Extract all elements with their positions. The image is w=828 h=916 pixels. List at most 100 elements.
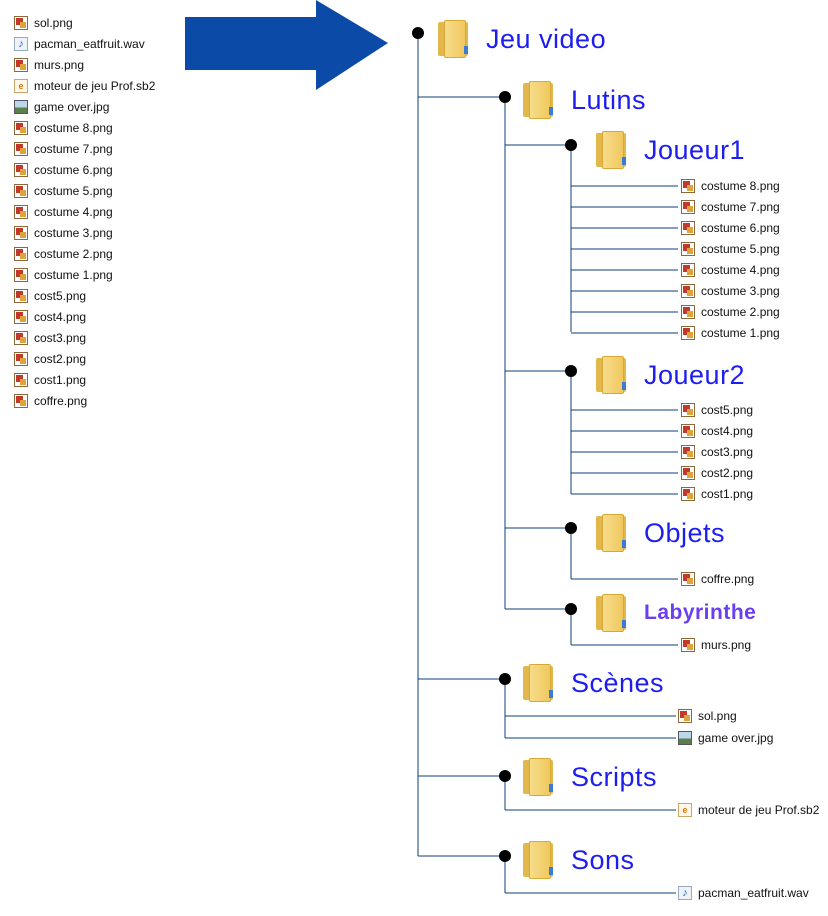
- tree-file-item[interactable]: murs.png: [681, 636, 751, 654]
- png-file-icon: [14, 268, 28, 282]
- folder-icon: [596, 131, 630, 169]
- flat-list-item[interactable]: coffre.png: [14, 392, 87, 410]
- flat-list-item[interactable]: sol.png: [14, 14, 73, 32]
- png-file-icon: [681, 424, 695, 438]
- flat-list-item[interactable]: cost5.png: [14, 287, 86, 305]
- tree-file-item[interactable]: costume 7.png: [681, 198, 780, 216]
- flat-list-item[interactable]: costume 3.png: [14, 224, 113, 242]
- flat-list-item[interactable]: costume 6.png: [14, 161, 113, 179]
- tree-file-item[interactable]: costume 6.png: [681, 219, 780, 237]
- folder-label: Lutins: [571, 84, 647, 115]
- folder-label: Labyrinthe: [644, 601, 757, 624]
- tree-file-label: cost4.png: [701, 424, 754, 438]
- folder-icon: [596, 514, 630, 552]
- folder-label: Scripts: [571, 761, 658, 792]
- flat-list-item-label: sol.png: [34, 16, 73, 30]
- tree-node-dot: [499, 673, 511, 685]
- flat-list-item[interactable]: cost4.png: [14, 308, 86, 326]
- tree-file-label: game over.jpg: [698, 731, 774, 745]
- png-file-icon: [681, 242, 695, 256]
- folder-label: Jeu video: [486, 23, 607, 54]
- flat-list-item[interactable]: costume 4.png: [14, 203, 113, 221]
- wav-file-icon: ♪: [678, 886, 692, 900]
- folder-icon: [596, 594, 630, 632]
- png-file-icon: [681, 466, 695, 480]
- tree-file-label: sol.png: [698, 709, 737, 723]
- flat-list-item[interactable]: costume 7.png: [14, 140, 113, 158]
- tree-file-item[interactable]: costume 3.png: [681, 282, 780, 300]
- tree-node-dot: [499, 770, 511, 782]
- flat-list-item[interactable]: cost3.png: [14, 329, 86, 347]
- flat-list-item-label: cost5.png: [34, 289, 87, 303]
- folder-jeu-video[interactable]: Jeu video: [438, 20, 606, 58]
- folder-icon: [596, 356, 630, 394]
- tree-file-item[interactable]: cost5.png: [681, 401, 753, 419]
- flat-list-item-label: costume 2.png: [34, 247, 113, 261]
- png-file-icon: [681, 572, 695, 586]
- folder-joueur2[interactable]: Joueur2: [596, 356, 745, 394]
- flat-list-item-label: cost2.png: [34, 352, 87, 366]
- folder-icon: [523, 758, 557, 796]
- folder-lutins[interactable]: Lutins: [523, 81, 646, 119]
- jpg-file-icon: [678, 731, 692, 745]
- tree-file-label: costume 2.png: [701, 305, 780, 319]
- folder-scenes[interactable]: Scènes: [523, 664, 664, 702]
- png-file-icon: [678, 709, 692, 723]
- folder-label: Scènes: [571, 667, 665, 698]
- folder-label: Joueur2: [644, 359, 746, 390]
- flat-list-item[interactable]: ♪pacman_eatfruit.wav: [14, 35, 145, 53]
- flat-list-item[interactable]: costume 1.png: [14, 266, 113, 284]
- tree-file-item[interactable]: costume 5.png: [681, 240, 780, 258]
- folder-icon: [523, 841, 557, 879]
- png-file-icon: [681, 284, 695, 298]
- flat-list-item-label: game over.jpg: [34, 100, 110, 114]
- tree-file-item[interactable]: costume 1.png: [681, 324, 780, 342]
- tree-file-item[interactable]: sol.png: [678, 707, 737, 725]
- png-file-icon: [681, 638, 695, 652]
- tree-file-item[interactable]: cost2.png: [681, 464, 753, 482]
- flat-list-item[interactable]: costume 2.png: [14, 245, 113, 263]
- flat-list-item-label: murs.png: [34, 58, 85, 72]
- tree-file-label: pacman_eatfruit.wav: [698, 886, 809, 900]
- png-file-icon: [681, 445, 695, 459]
- folder-sons[interactable]: Sons: [523, 841, 635, 879]
- flat-list-item[interactable]: cost2.png: [14, 350, 86, 368]
- png-file-icon: [681, 305, 695, 319]
- flat-list-item[interactable]: cost1.png: [14, 371, 86, 389]
- folder-label: Sons: [571, 844, 635, 875]
- png-file-icon: [14, 184, 28, 198]
- flat-list-item-label: costume 7.png: [34, 142, 113, 156]
- png-file-icon: [681, 403, 695, 417]
- tree-file-item[interactable]: costume 4.png: [681, 261, 780, 279]
- folder-objets[interactable]: Objets: [596, 514, 725, 552]
- flat-list-item[interactable]: game over.jpg: [14, 98, 109, 116]
- folder-labyrinthe[interactable]: Labyrinthe: [596, 594, 756, 632]
- tree-file-label: cost5.png: [701, 403, 754, 417]
- png-file-icon: [14, 121, 28, 135]
- tree-file-item[interactable]: coffre.png: [681, 570, 754, 588]
- tree-file-item[interactable]: ♪ pacman_eatfruit.wav: [678, 884, 809, 902]
- tree-file-item[interactable]: cost4.png: [681, 422, 753, 440]
- flat-list-item[interactable]: costume 8.png: [14, 119, 113, 137]
- flat-list-item-label: costume 8.png: [34, 121, 113, 135]
- tree-file-label: moteur de jeu Prof.sb2: [698, 803, 820, 817]
- png-file-icon: [14, 289, 28, 303]
- flat-list-item[interactable]: costume 5.png: [14, 182, 113, 200]
- flat-list-item[interactable]: murs.png: [14, 56, 84, 74]
- folder-icon: [438, 20, 472, 58]
- tree-file-item[interactable]: costume 2.png: [681, 303, 780, 321]
- tree-file-label: costume 1.png: [701, 326, 780, 340]
- tree-file-item[interactable]: cost1.png: [681, 485, 753, 503]
- folder-joueur1[interactable]: Joueur1: [596, 131, 745, 169]
- png-file-icon: [14, 163, 28, 177]
- folder-icon: [523, 664, 557, 702]
- folder-scripts[interactable]: Scripts: [523, 758, 657, 796]
- tree-file-item[interactable]: costume 8.png: [681, 177, 780, 195]
- png-file-icon: [681, 221, 695, 235]
- tree-file-item[interactable]: game over.jpg: [678, 729, 773, 747]
- tree-file-item[interactable]: cost3.png: [681, 443, 753, 461]
- tree-node-dot: [565, 139, 577, 151]
- png-file-icon: [14, 394, 28, 408]
